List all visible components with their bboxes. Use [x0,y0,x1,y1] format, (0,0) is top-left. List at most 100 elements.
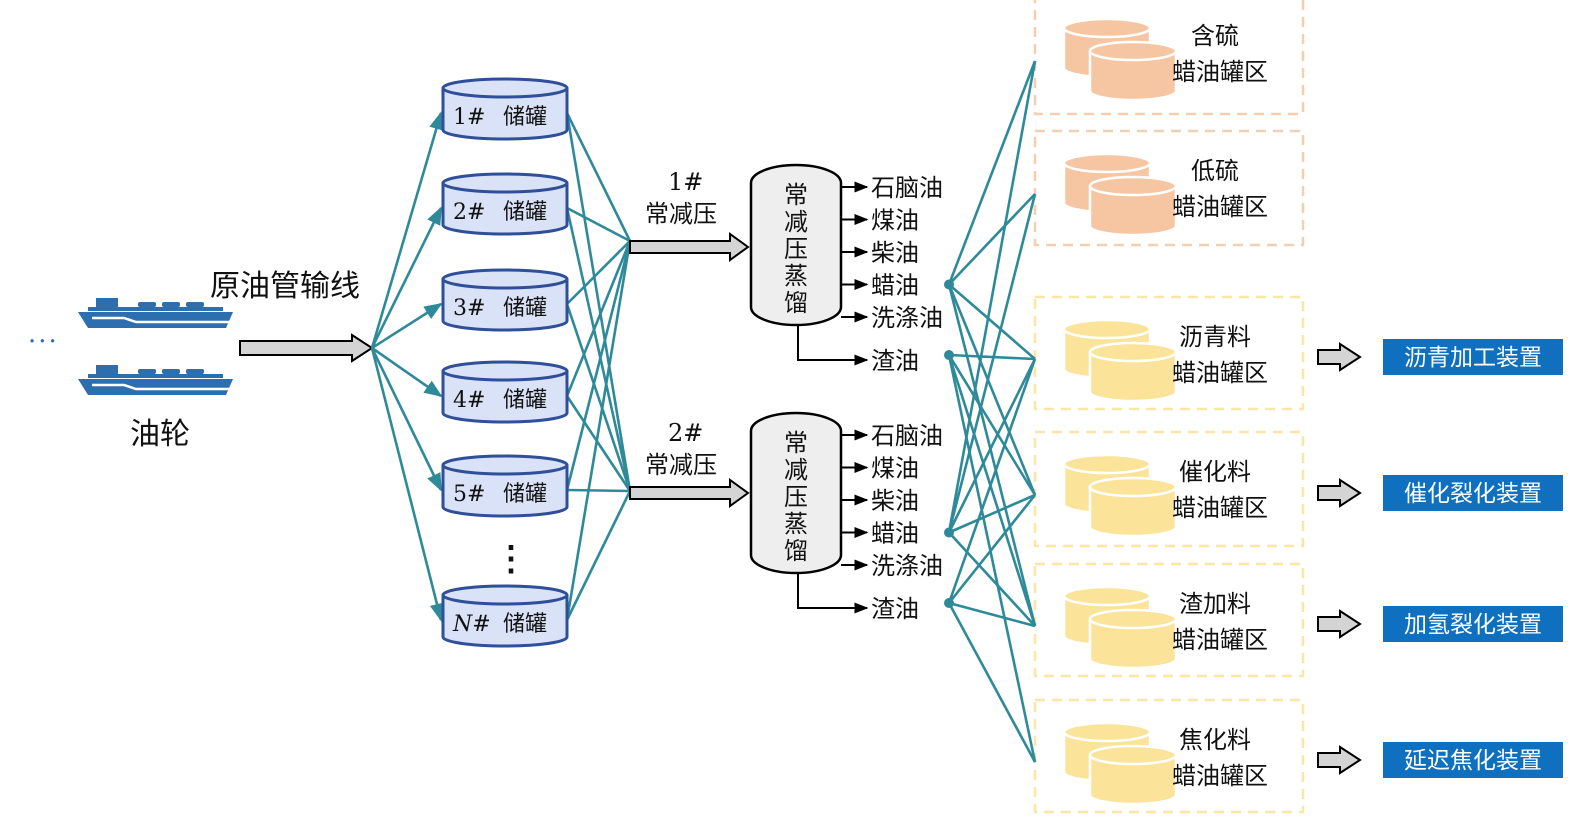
storage-tank-number: 3# [453,296,485,321]
outflow-line-unit-1 [565,240,632,397]
storage-tank-label: 储罐 [503,200,547,225]
unit-2-feed-name: 常减压 [645,451,717,479]
tank-area-name: 低硫 [1191,157,1239,185]
residue-route [948,353,1036,361]
unit-2-feed-arrow [629,478,750,508]
residue-route [947,354,1037,763]
storage-tank-top [441,454,569,476]
residue-route [947,494,1037,604]
wax-oil-tank-areas: 含硫蜡油罐区低硫蜡油罐区沥青料蜡油罐区沥青加工装置催化料蜡油罐区催化裂化装置渣加… [1033,0,1563,814]
storage-tank-body [441,183,569,236]
area-tank-top [1062,721,1152,743]
feed-lines [370,111,632,622]
tank-area-border [1033,562,1305,678]
column-label-char: 蒸 [784,262,808,290]
outflow-line-unit-1 [566,240,631,305]
column-label-char: 压 [784,483,808,511]
outflow-line-unit-2 [566,488,631,493]
column-label-char: 减 [784,456,808,484]
outflow-line-unit-1 [565,240,632,491]
processing-unit-box [1383,475,1563,511]
wax-oil-route [947,284,1037,496]
inflow-line [370,347,445,622]
wax-oil-route [947,284,1037,627]
storage-tank-label: 储罐 [503,482,547,507]
area-tank-top [1062,585,1152,607]
storage-tank-top [441,268,569,290]
junction-dot [944,350,954,360]
area-tank-top [1062,17,1152,39]
storage-tank-number: 4# [453,388,485,413]
column-label-char: 常 [784,429,808,457]
routing-lines [944,60,1037,763]
wax-oil-route [947,358,1037,534]
area-tank-top [1062,318,1152,340]
product-label: 蜡油 [871,272,919,300]
storage-tank: 4#储罐 [441,360,569,424]
area-tank-body [1088,186,1178,237]
product-label: 洗涤油 [871,552,943,580]
wax-oil-route [947,193,1037,533]
storage-tank-label: 储罐 [503,105,547,130]
product-label: 柴油 [871,239,919,267]
column-label-char: 馏 [784,537,808,565]
pipeline-arrow [239,333,374,363]
inflow-line [370,206,443,349]
ship-ellipsis: ··· [28,327,59,357]
unit-1-feed-arrow [629,232,750,262]
tank-area-border [1033,129,1305,247]
storage-tank-label: 储罐 [503,612,547,637]
tank-area-name: 渣加料 [1179,590,1251,618]
tank-area-subtitle: 蜡油罐区 [1172,494,1268,522]
column-label-char: 馏 [784,289,808,317]
product-label: 煤油 [871,455,919,483]
storage-tank-top [441,360,569,382]
unit-1-feed-name: 常减压 [645,200,717,228]
tank-area-border [1033,295,1305,411]
outflow-line-unit-2 [565,303,632,492]
storage-tank-label: 储罐 [503,296,547,321]
area-tank-top [1062,453,1152,475]
storage-tank-number: N# [452,612,491,637]
storage-tank: 3# 储罐 [441,268,569,332]
tank-area-subtitle: 蜡油罐区 [1172,626,1268,654]
storage-tank: 5#储罐 [441,454,569,518]
area-tank-body [1088,352,1178,403]
tank-area-name: 含硫 [1191,22,1239,50]
tank-area-subtitle: 蜡油罐区 [1172,359,1268,387]
area-tank-top [1062,152,1152,174]
storage-tank-top [441,172,569,194]
tank-area-name: 沥青料 [1179,323,1251,351]
area-tank-body [1088,755,1178,806]
unit-1-feed-number: 1# [668,168,703,196]
product-label: 石脑油 [871,174,943,202]
wax-oil-route [948,283,1036,360]
storage-tanks: 1#储罐2#储罐3#储罐4#储罐5#储罐N#储罐 [441,77,569,648]
storage-tank-body [441,371,569,424]
distillation-column [749,411,843,575]
wax-oil-route [948,531,1036,627]
processing-unit-box [1383,339,1563,375]
outflow-line-unit-1 [565,112,632,242]
product-label: 洗涤油 [871,304,943,332]
to-unit-arrow [1317,478,1362,508]
tank-vertical-ellipsis: ⋮ [494,539,528,579]
storage-tank-number: 1# [453,105,485,130]
residue-label: 渣油 [871,347,919,375]
junction-dot [944,598,954,608]
to-unit-arrow [1317,609,1362,639]
residue-route [948,601,1036,628]
tank-area-subtitle: 蜡油罐区 [1172,762,1268,790]
wax-oil-route [948,193,1036,286]
unit-2-feed-number: 2# [668,419,703,447]
residue-route [947,354,1037,496]
storage-tank-number: 2# [453,200,485,225]
storage-tank: 2# 储罐 [441,172,569,236]
outflow-line-unit-1 [565,240,632,621]
area-tank-body [1088,51,1178,102]
storage-tank-top [441,77,569,99]
area-tank-body [1088,487,1178,538]
